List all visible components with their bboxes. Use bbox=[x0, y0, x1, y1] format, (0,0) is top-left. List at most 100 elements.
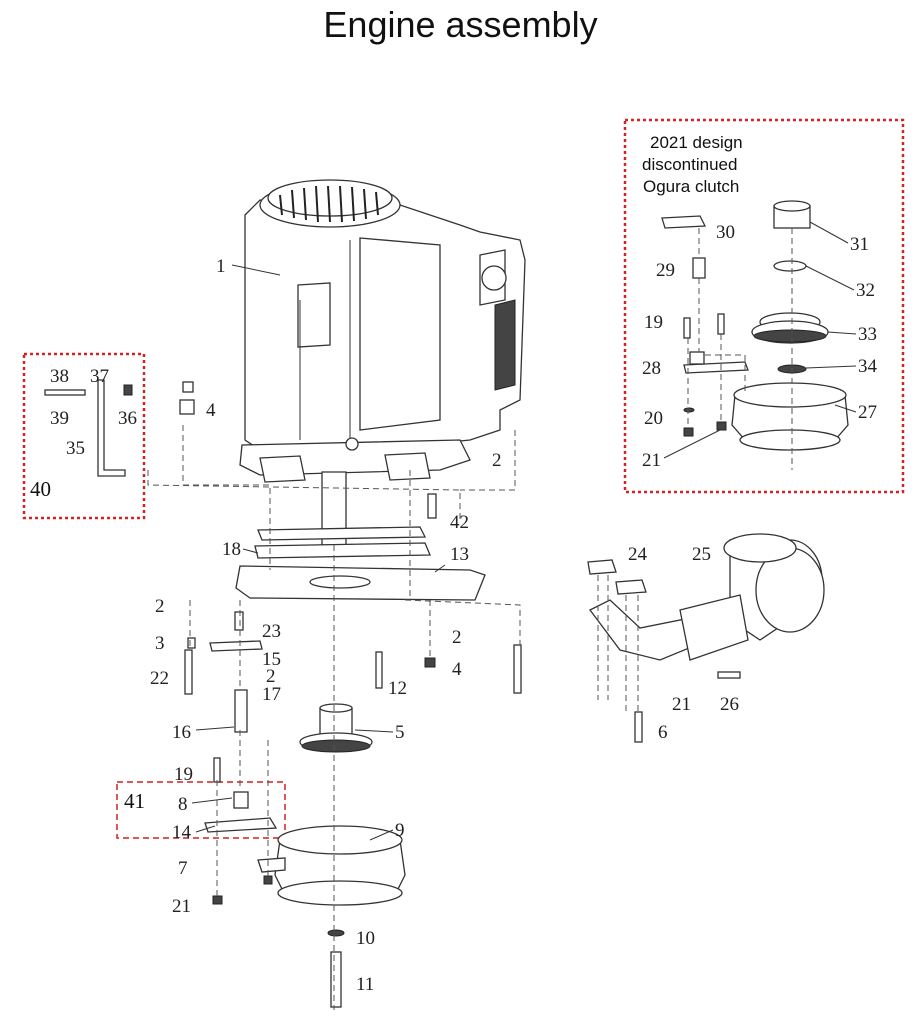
callout-13: 13 bbox=[450, 544, 469, 565]
group-box-40 bbox=[22, 352, 146, 520]
callout-21-b: 21 bbox=[672, 694, 691, 715]
part-4-nut-upper bbox=[179, 399, 195, 415]
callout-1: 1 bbox=[216, 256, 226, 277]
part-18-gasket bbox=[257, 526, 427, 541]
callout-3: 3 bbox=[155, 633, 165, 654]
engine-body bbox=[239, 179, 526, 546]
part-14-bracket bbox=[204, 817, 278, 833]
callout-2-c: 2 bbox=[452, 627, 462, 648]
part-27-clutch bbox=[731, 382, 849, 451]
part-4-nut-lower bbox=[424, 657, 436, 668]
part-28-bracket bbox=[683, 361, 749, 374]
group-box-ogura-clutch bbox=[623, 118, 905, 494]
callout-25: 25 bbox=[692, 544, 711, 565]
part-13-plate-hole bbox=[309, 575, 371, 589]
callout-21-a: 21 bbox=[172, 896, 191, 917]
part-8-bushing bbox=[233, 791, 249, 809]
part-25-muffler bbox=[723, 533, 825, 641]
part-16-spacer bbox=[234, 689, 248, 733]
part-22-bolt bbox=[184, 649, 193, 695]
callout-16: 16 bbox=[172, 722, 191, 743]
part-31-bushing bbox=[773, 200, 811, 229]
clutch-note-line-3: Ogura clutch bbox=[643, 177, 739, 196]
callout-38: 38 bbox=[50, 366, 69, 387]
callout-2-b: 2 bbox=[155, 596, 165, 617]
callout-35: 35 bbox=[66, 438, 85, 459]
part-21-clutch-nut bbox=[683, 427, 694, 437]
part-12-key bbox=[375, 651, 383, 689]
assembly-lines bbox=[147, 228, 793, 1010]
part-26-bolt bbox=[717, 671, 741, 679]
callout-29: 29 bbox=[656, 260, 675, 281]
part-30-plate bbox=[661, 215, 707, 229]
callout-37: 37 bbox=[90, 366, 109, 387]
clutch-note-line-1: 2021 design bbox=[650, 133, 743, 152]
callout-26: 26 bbox=[720, 694, 739, 715]
part-6-bolt bbox=[634, 711, 643, 743]
part-3-bolt bbox=[187, 637, 196, 649]
part-35-rod bbox=[97, 379, 126, 477]
part-9-clutch bbox=[257, 825, 406, 906]
group-label-40: 40 bbox=[30, 477, 51, 501]
diagram-title: Engine assembly bbox=[323, 4, 598, 45]
callout-23: 23 bbox=[262, 621, 281, 642]
part-24-flange-right bbox=[615, 579, 647, 595]
callout-19-b: 19 bbox=[644, 312, 663, 333]
callout-5: 5 bbox=[395, 722, 405, 743]
callout-34: 34 bbox=[858, 356, 878, 377]
callout-19-a: 19 bbox=[174, 764, 193, 785]
callout-7: 7 bbox=[178, 858, 188, 879]
callout-30: 30 bbox=[716, 222, 735, 243]
part-24-flange-left bbox=[587, 559, 617, 575]
callout-32: 32 bbox=[856, 280, 875, 301]
part-clutch-bolt-2 bbox=[717, 313, 725, 335]
callout-27: 27 bbox=[858, 402, 877, 423]
part-10-washer bbox=[327, 929, 345, 937]
callout-39: 39 bbox=[50, 408, 69, 429]
callout-8: 8 bbox=[178, 794, 188, 815]
part-21-nut bbox=[212, 895, 223, 905]
part-39-pin bbox=[44, 389, 86, 396]
callout-18: 18 bbox=[222, 539, 241, 560]
callout-10: 10 bbox=[356, 928, 375, 949]
part-36-nut bbox=[123, 384, 133, 396]
clutch-note-line-2: discontinued bbox=[642, 155, 737, 174]
callout-11: 11 bbox=[356, 974, 374, 995]
part-42-bolt bbox=[427, 493, 437, 519]
callout-9: 9 bbox=[395, 820, 405, 841]
callout-22: 22 bbox=[150, 668, 169, 689]
callout-4-b: 4 bbox=[452, 659, 462, 680]
callout-28: 28 bbox=[642, 358, 661, 379]
part-18-spacer bbox=[254, 542, 431, 559]
part-upper-nut bbox=[182, 381, 194, 393]
part-32-washer bbox=[773, 260, 807, 272]
callout-24: 24 bbox=[628, 544, 648, 565]
part-29-spacer bbox=[692, 257, 706, 279]
callout-14: 14 bbox=[172, 822, 192, 843]
callout-33: 33 bbox=[858, 324, 877, 345]
part-right-bolt bbox=[513, 644, 522, 694]
part-19-clutch-bolt bbox=[683, 317, 691, 339]
callout-21-c: 21 bbox=[642, 450, 661, 471]
part-23-bolt bbox=[234, 611, 244, 631]
group-label-41: 41 bbox=[124, 789, 145, 813]
group-box-41 bbox=[116, 781, 286, 839]
callout-31: 31 bbox=[850, 234, 869, 255]
part-5-pulley bbox=[299, 703, 373, 753]
callout-4-a: 4 bbox=[206, 400, 216, 421]
part-clutch-nut-2 bbox=[716, 421, 727, 431]
part-15-bracket bbox=[209, 640, 263, 652]
callout-12: 12 bbox=[388, 678, 407, 699]
callout-2-a: 2 bbox=[492, 450, 502, 471]
callout-17: 17 bbox=[262, 684, 281, 705]
part-11-bolt bbox=[330, 951, 342, 1008]
callout-2-d: 2 bbox=[266, 666, 276, 687]
callout-numbers: 1 2 2 2 2 2 3 4 4 5 6 7 8 9 10 11 12 13 … bbox=[50, 221, 878, 995]
callout-42: 42 bbox=[450, 512, 469, 533]
callout-36: 36 bbox=[118, 408, 137, 429]
callout-6: 6 bbox=[658, 722, 668, 743]
part-33-pulley bbox=[751, 312, 829, 344]
callout-20: 20 bbox=[644, 408, 663, 429]
part-20-washer bbox=[683, 407, 695, 413]
